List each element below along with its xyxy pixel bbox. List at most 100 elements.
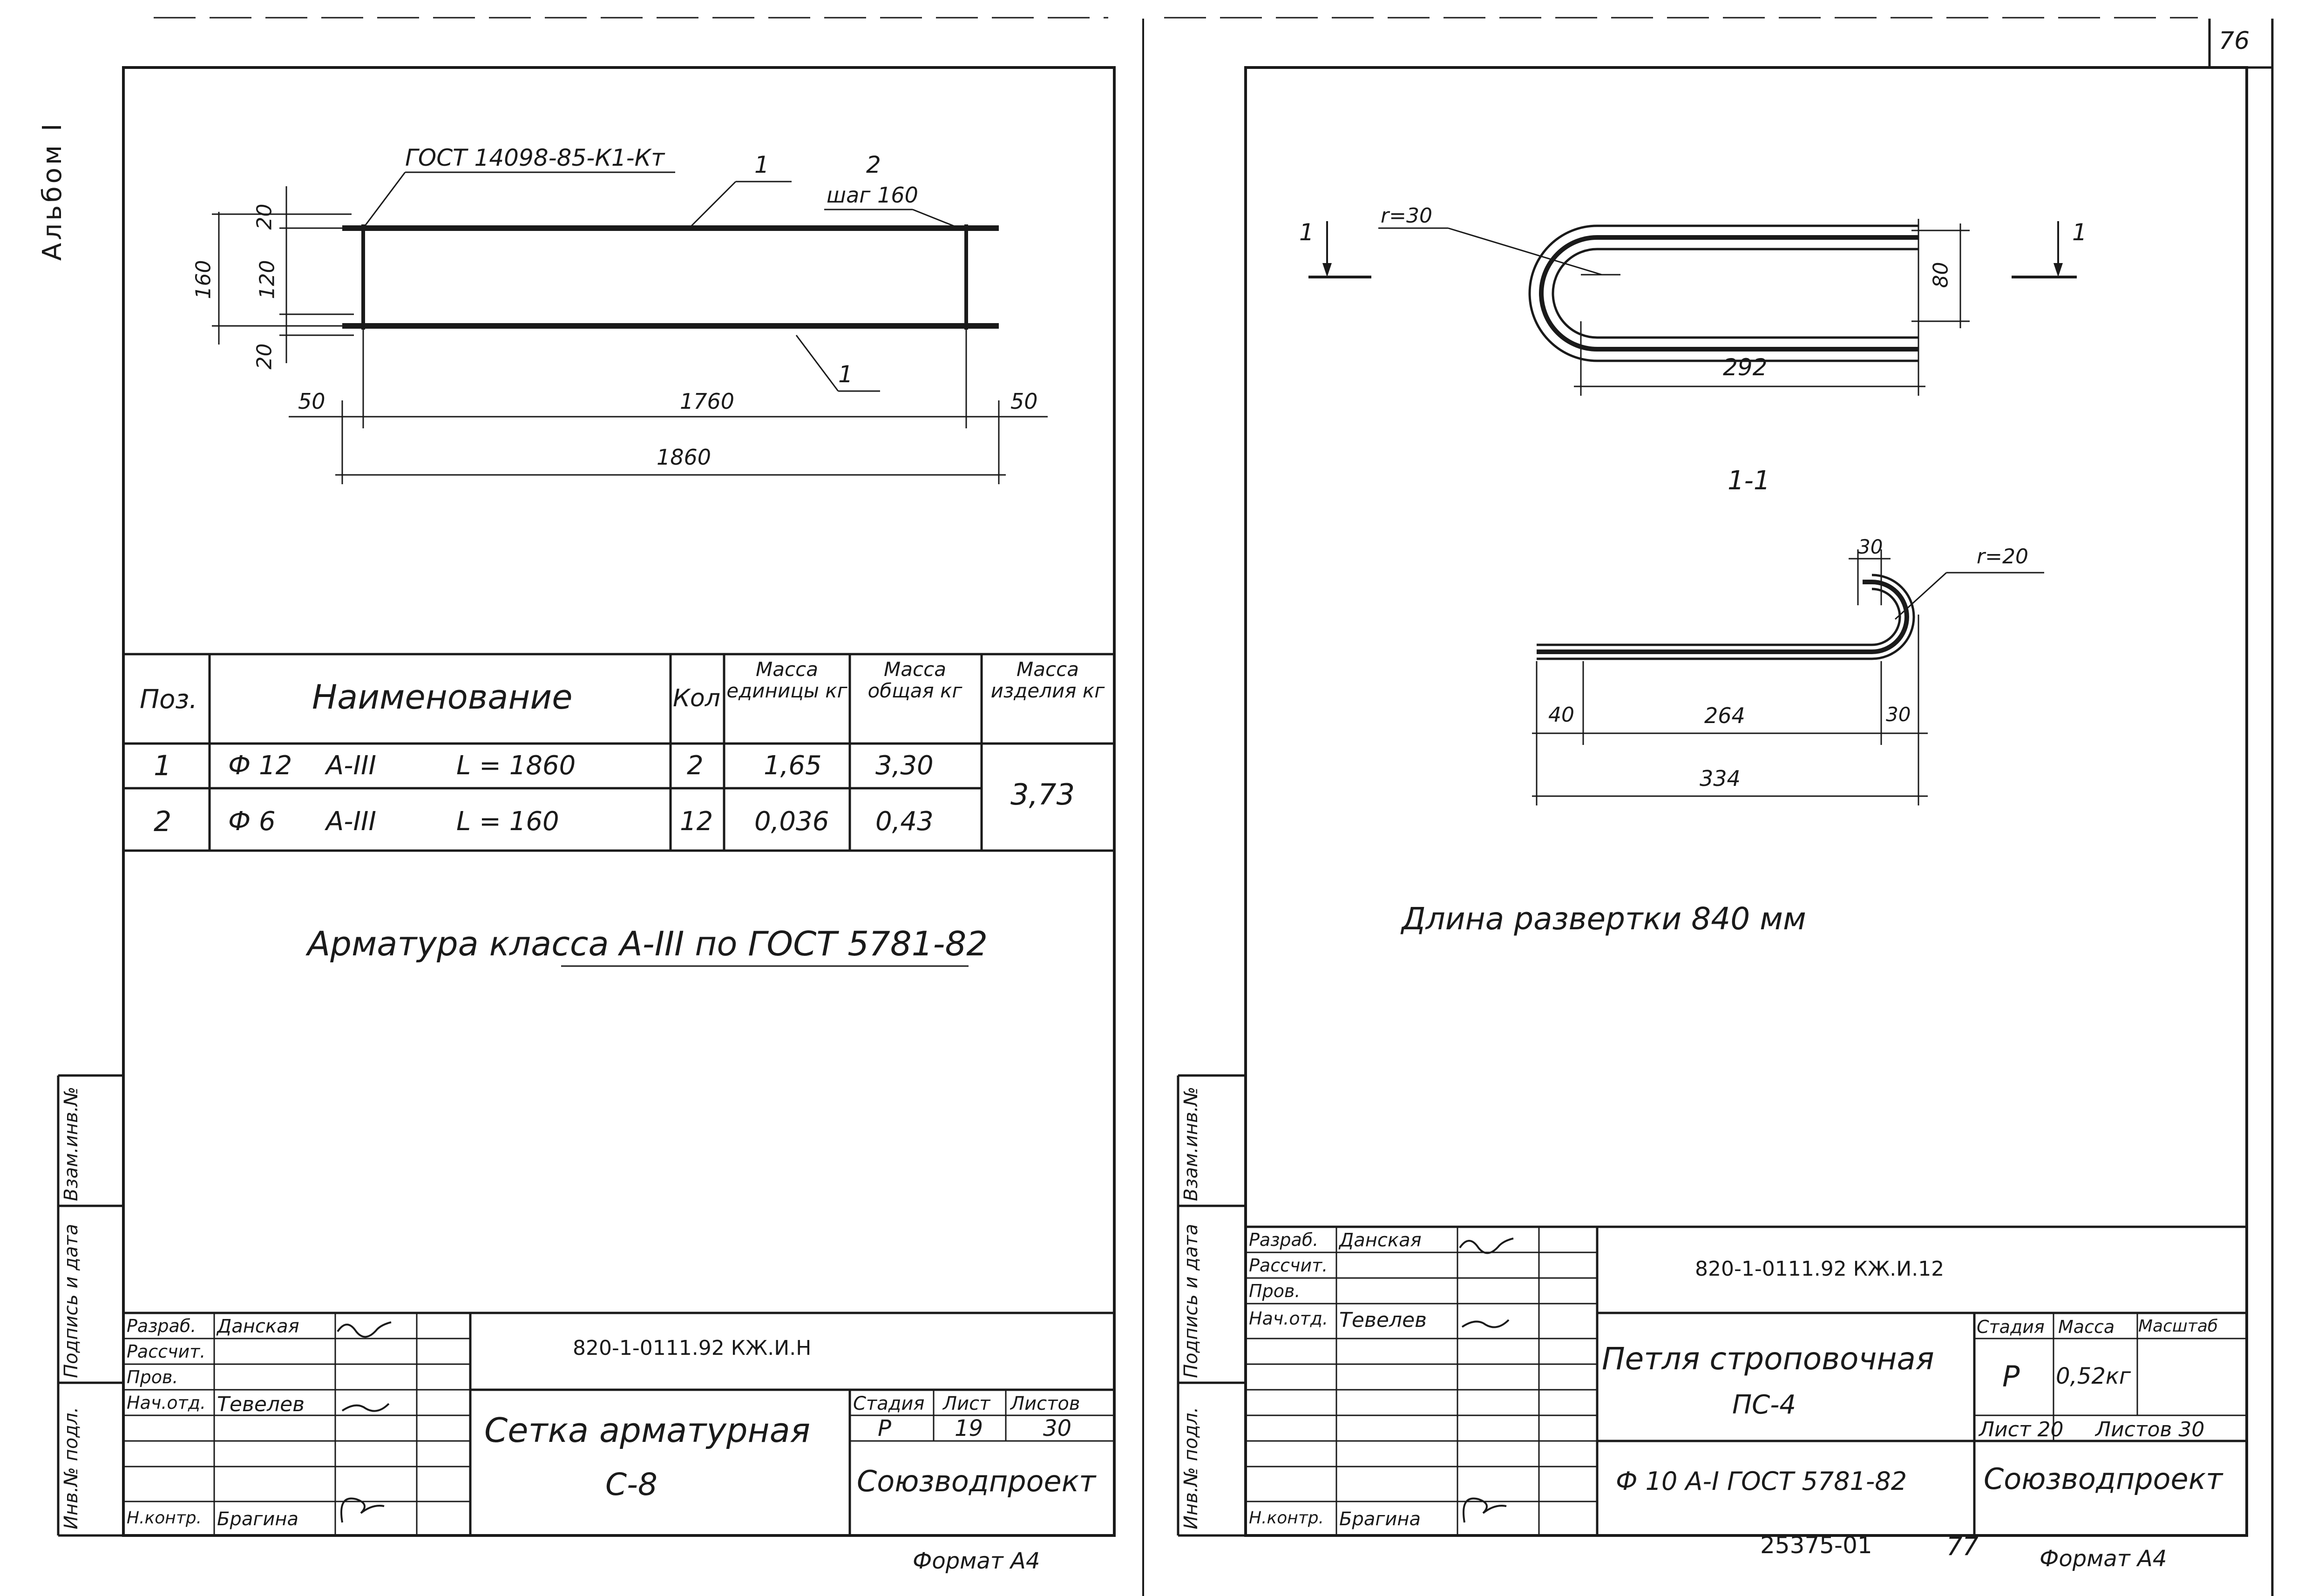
stamp-stage: Р [2002,1359,2020,1393]
dimension-label: 160 [191,260,216,299]
stamp-scale-label: Масштаб [2138,1317,2218,1336]
stamp-sheet-label: Лист [943,1393,990,1414]
stamp-role: Пров. [1249,1281,1301,1301]
dimension-label: 40 [1548,703,1574,727]
material-spec: Ф 10 А-I ГОСТ 5781-82 [1616,1467,1907,1496]
spec-header-qty: Кол [673,684,720,712]
stamp-role: Рассчит. [1249,1255,1328,1276]
radius-label: r=30 [1381,204,1432,228]
stamp-role: Нач.отд. [1249,1308,1328,1329]
reinforcement-note: Арматура класса А-III по ГОСТ 5781-82 [307,924,988,963]
stamp-role: Рассчит. [127,1341,206,1362]
table-row-class: А-III [326,751,377,781]
table-row-total-mass: 3,30 [875,751,934,781]
dimension-label: 20 [252,203,277,230]
dimension-label: 264 [1704,703,1745,728]
stamp-role: Н.контр. [127,1508,202,1528]
dimension-label: 1760 [680,389,735,414]
spec-header-unit-mass: Масса единицы кг [726,658,847,702]
stamp-stage: Р [878,1415,891,1441]
stamp-role: Н.контр. [1249,1508,1324,1528]
dimension-label: 30 [1858,535,1883,558]
table-row-length: L = 160 [456,806,559,837]
dimension-label: 334 [1700,766,1741,791]
stamp-sheets-label: Листов [1010,1393,1080,1414]
stamp-name: Данская [1339,1230,1422,1251]
drawing-title-mark: С-8 [605,1467,657,1502]
dimension-label: 30 [1886,703,1911,726]
stamp-role: Разраб. [127,1316,197,1336]
margin-label: Взам.инв.№ [1180,1086,1202,1201]
table-row-pos: 1 [154,750,172,782]
gost-note: ГОСТ 14098-85-К1-Кт [405,144,665,171]
position-label: 1 [838,361,853,388]
stamp-role: Разраб. [1249,1230,1319,1250]
signature-marks [337,1238,1514,1523]
spec-header-product-mass: Масса изделия кг [990,658,1105,702]
table-row-pos: 2 [154,805,172,838]
stamp-name: Тевелев [1339,1308,1427,1332]
stamp-sheets: 30 [1043,1415,1072,1441]
table-row-diameter: Ф 6 [228,806,276,837]
drawing-title: Петля строповочная [1602,1341,1934,1377]
stamp-sheet: Лист 20 [1979,1418,2064,1441]
document-code: 820-1-0111.92 КЖ.И.12 [1695,1257,1945,1281]
dimension-label: 1860 [657,445,712,470]
stamp-name: Брагина [217,1508,299,1530]
margin-label: Взам.инв.№ [61,1086,82,1201]
dimension-label: 20 [252,343,277,370]
organization: Союзводпроект [857,1464,1096,1498]
stamp-mass-label: Масса [2058,1317,2115,1337]
inventory-number: 25375-01 [1760,1532,1872,1559]
stamp-stage-label: Стадия [853,1393,925,1414]
drawing-title: Сетка арматурная [484,1411,811,1450]
position-label: 2 [866,151,881,178]
spec-header-total-mass: Масса общая кг [867,658,962,702]
position-label: 1 [754,151,769,178]
stamp-name: Данская [217,1316,299,1337]
table-row-qty: 12 [680,806,713,837]
table-row-diameter: Ф 12 [228,751,292,781]
stamp-name: Брагина [1339,1508,1421,1530]
format-label: Формат А4 [913,1548,1040,1574]
unfold-length: Длина развертки 840 мм [1402,901,1806,937]
margin-label: Подпись и дата [61,1224,82,1378]
stamp-role: Нач.отд. [127,1393,206,1413]
pitch-label: шаг 160 [827,183,918,208]
dimension-label: 80 [1929,262,1953,288]
stamp-sheets: Листов 30 [2095,1418,2205,1441]
margin-label: Инв.№ подл. [61,1407,82,1529]
margin-label: Подпись и дата [1180,1224,1202,1378]
table-row-total-mass: 0,43 [875,806,934,837]
inventory-page: 77 [1946,1532,1979,1561]
dimension-label: 50 [298,389,325,414]
stamp-mass: 0,52кг [2056,1363,2131,1389]
album-label: Альбом I [37,121,68,261]
dimension-label: 292 [1723,354,1768,381]
page-number: 76 [2219,27,2250,55]
table-row-length: L = 1860 [456,751,576,781]
radius-label: r=20 [1977,545,2028,568]
dimension-label: 120 [255,260,279,299]
stamp-name: Тевелев [217,1393,305,1416]
table-row-class: А-III [326,806,377,837]
drawing-title-mark: ПС-4 [1732,1390,1796,1420]
document-code: 820-1-0111.92 КЖ.И.Н [573,1336,812,1360]
table-row-unit-mass: 1,65 [764,751,822,781]
section-title: 1-1 [1728,466,1770,496]
spec-header-name: Наименование [312,677,573,717]
margin-label: Инв.№ подл. [1180,1407,1202,1529]
format-label: Формат А4 [2040,1546,2167,1572]
section-mark: 1 [2072,219,2087,246]
table-row-qty: 2 [687,751,704,781]
section-mark: 1 [1299,219,1314,246]
spec-header-pos: Поз. [140,684,197,715]
table-row-unit-mass: 0,036 [754,806,829,837]
stamp-role: Пров. [127,1367,178,1387]
stamp-sheet: 19 [955,1415,983,1441]
product-mass: 3,73 [1010,778,1075,812]
organization: Союзводпроект [1984,1462,2223,1496]
stamp-stage-label: Стадия [1977,1317,2045,1337]
dimension-label: 50 [1010,389,1038,414]
